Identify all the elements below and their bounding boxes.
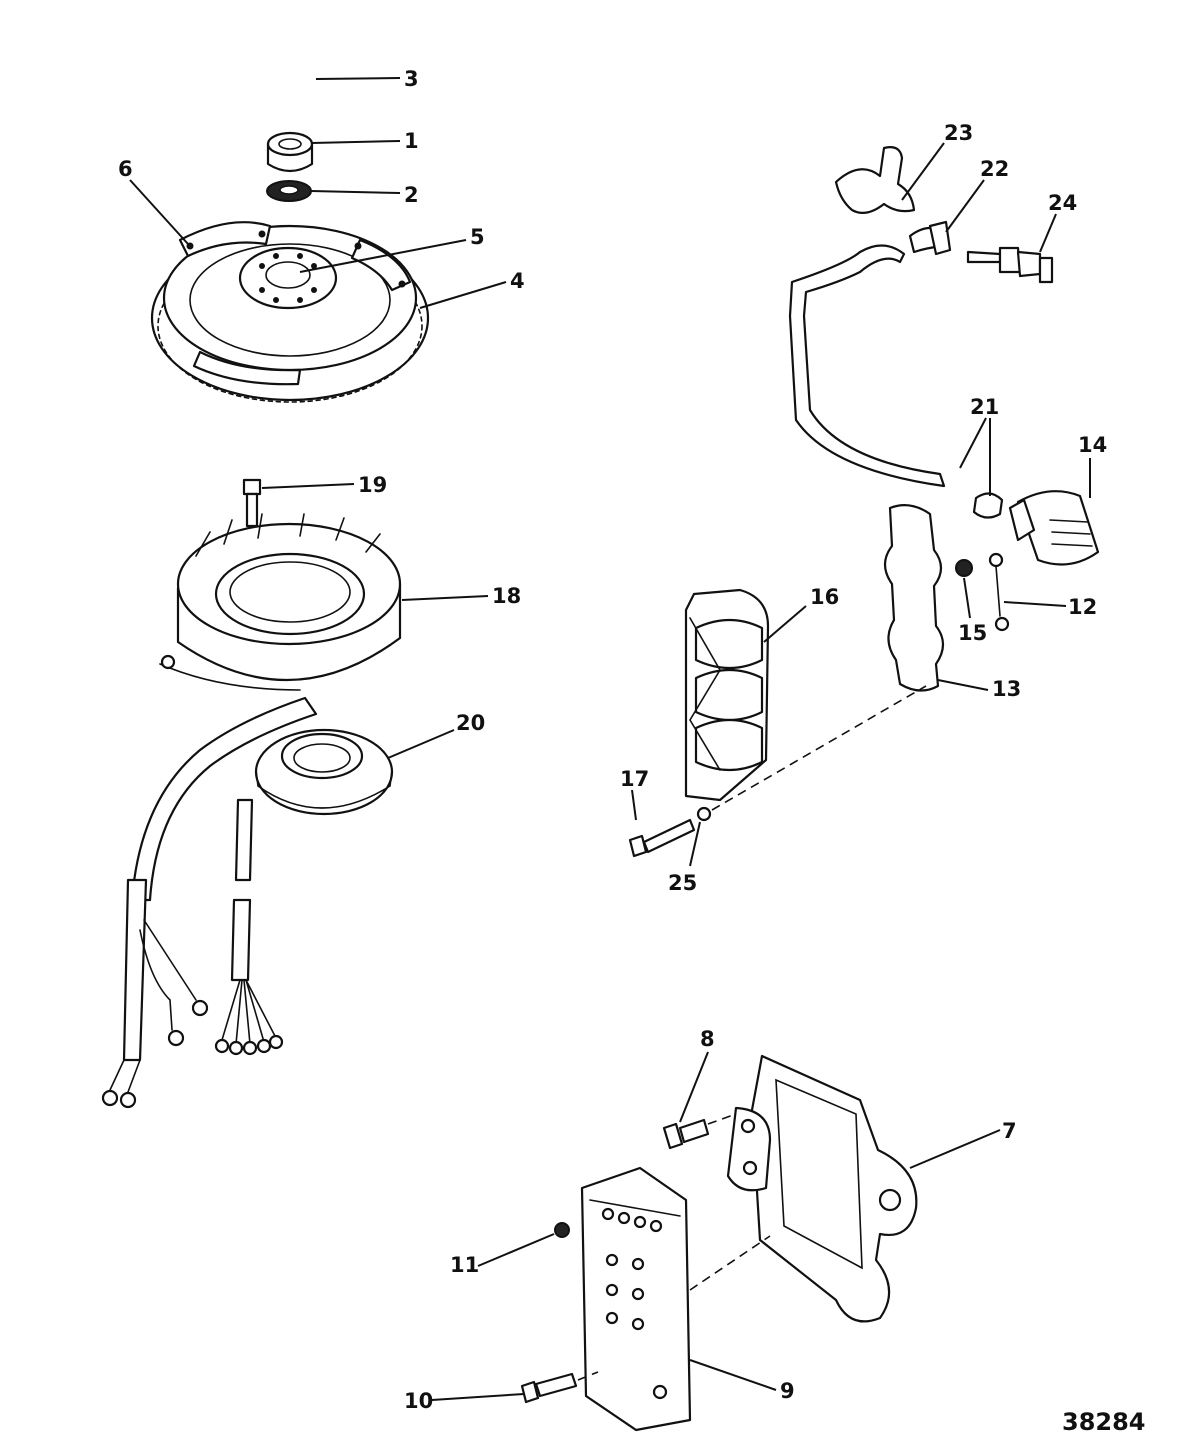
callout-2: 2 xyxy=(404,183,419,207)
stator-screw xyxy=(242,478,262,528)
coil-pack-bolt xyxy=(628,818,696,858)
coil-pack-washer xyxy=(696,806,712,822)
callout-25: 25 xyxy=(668,871,697,895)
leader-lines xyxy=(129,77,1091,1401)
spark-plug xyxy=(966,246,1054,284)
callout-10: 10 xyxy=(404,1389,433,1413)
stator-harness xyxy=(101,696,318,1109)
callout-12: 12 xyxy=(1068,595,1097,619)
stator xyxy=(159,513,402,691)
callout-18: 18 xyxy=(492,584,521,608)
callout-22: 22 xyxy=(980,157,1009,181)
callout-1: 1 xyxy=(404,129,419,153)
callout-14: 14 xyxy=(1078,433,1107,457)
flywheel-nut xyxy=(266,131,314,173)
switch-box-bracket xyxy=(726,1054,918,1323)
alignment-line-switch-box xyxy=(689,1235,771,1291)
alignment-line-bracket xyxy=(707,1113,737,1125)
coil-gasket xyxy=(883,503,945,692)
callout-4: 4 xyxy=(510,269,525,293)
alignment-line-coil xyxy=(711,685,927,811)
callout-19: 19 xyxy=(358,473,387,497)
callout-20: 20 xyxy=(456,711,485,735)
alignment-line-screw xyxy=(577,1371,599,1381)
switch-box xyxy=(580,1166,692,1432)
callout-13: 13 xyxy=(992,677,1021,701)
flywheel-washer xyxy=(266,180,312,202)
high-tension-lead xyxy=(788,244,946,488)
callout-6: 6 xyxy=(118,157,133,181)
figure-number: 38284 xyxy=(1062,1408,1146,1436)
callout-5: 5 xyxy=(470,225,485,249)
callout-16: 16 xyxy=(810,585,839,609)
callout-9: 9 xyxy=(780,1379,795,1403)
ground-lead xyxy=(988,552,1010,632)
bracket-bolt xyxy=(662,1118,710,1150)
switch-box-nut xyxy=(554,1222,570,1238)
callout-17: 17 xyxy=(620,767,649,791)
callout-11: 11 xyxy=(450,1253,479,1277)
spark-plug-boot xyxy=(908,220,952,256)
callout-23: 23 xyxy=(944,121,973,145)
callout-7: 7 xyxy=(1002,1119,1017,1143)
ignition-coil xyxy=(1008,490,1100,566)
switch-box-screw xyxy=(520,1372,578,1404)
callout-labels: 3 1 2 6 5 4 19 18 20 23 22 24 21 14 16 1… xyxy=(118,67,1107,1413)
callout-15: 15 xyxy=(958,621,987,645)
callout-21: 21 xyxy=(970,395,999,419)
lead-clip xyxy=(834,146,916,215)
trigger xyxy=(214,728,394,1056)
callout-8: 8 xyxy=(700,1027,715,1051)
coil-mount-nut xyxy=(955,559,973,577)
callout-3: 3 xyxy=(404,67,419,91)
callout-24: 24 xyxy=(1048,191,1077,215)
coil-pack xyxy=(684,588,770,802)
flywheel xyxy=(150,221,430,403)
coil-nut xyxy=(972,492,1004,519)
